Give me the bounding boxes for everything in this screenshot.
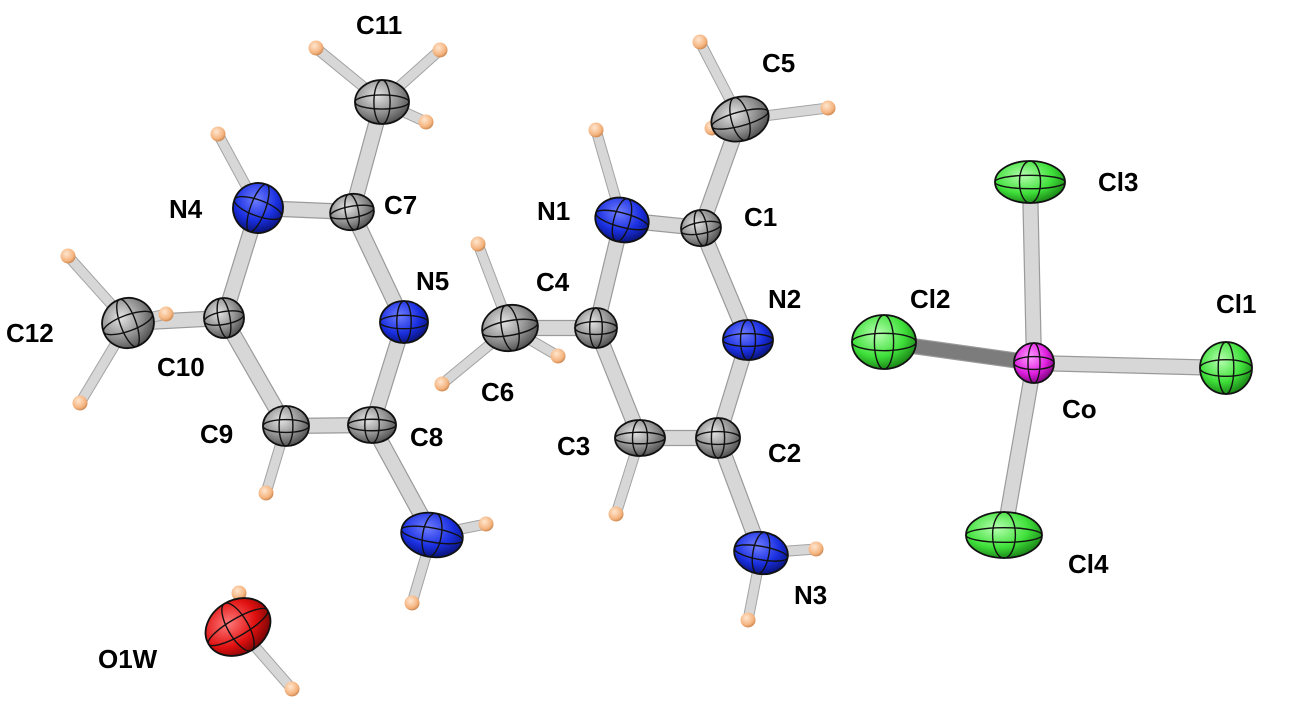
atom-c3	[614, 419, 666, 457]
bond-Co-Cl4	[995, 361, 1043, 537]
atom-o1w	[204, 597, 272, 657]
atom-n3	[733, 530, 789, 576]
hydrogen-atom-C12-2	[72, 395, 88, 411]
hydrogen-atom-C9-1	[258, 485, 274, 501]
hydrogen-atom-C5-1	[692, 34, 708, 50]
atom-co	[1013, 342, 1055, 384]
atom-n6	[400, 511, 464, 559]
atom-label-c8: C8	[410, 422, 443, 452]
hydrogen-atom-O1W-1	[231, 585, 247, 601]
hydrogen-atom-N3-2	[740, 612, 756, 628]
hydrogen-atom-C12-1	[60, 248, 76, 264]
hydrogen-atom-C6-2	[434, 376, 450, 392]
atom-label-n3: N3	[794, 580, 827, 610]
atom-c8	[347, 406, 397, 444]
hydrogen-atom-C6-3	[550, 348, 566, 364]
atom-label-cl2: Cl2	[910, 284, 950, 314]
atom-label-c12: C12	[6, 318, 54, 348]
atoms-layer	[101, 79, 1253, 657]
bond-Co-Cl3	[1021, 181, 1043, 364]
atom-label-c6: C6	[481, 377, 514, 407]
hydrogen-atom-C11-2	[432, 42, 448, 58]
hydrogen-atom-N4-1	[210, 126, 226, 142]
atom-c6	[481, 303, 539, 353]
atom-label-cl4: Cl4	[1068, 549, 1109, 579]
atom-label-cl3: Cl3	[1098, 167, 1138, 197]
atom-c7	[329, 192, 375, 232]
atom-c10	[203, 297, 245, 339]
atom-label-c11: C11	[356, 10, 402, 40]
atom-c5	[710, 95, 770, 143]
hydrogen-atom-C5-2	[820, 100, 836, 116]
atom-cl3	[994, 160, 1066, 204]
atom-c2	[695, 417, 741, 459]
bond-Co-Cl1	[1033, 354, 1227, 377]
atom-label-c9: C9	[200, 419, 233, 449]
atom-c11	[354, 79, 410, 125]
hydrogen-atom-C12-3	[158, 306, 174, 322]
atom-label-n5: N5	[416, 266, 449, 296]
hydrogen-atom-C3-1	[608, 506, 624, 522]
atom-label-n1: N1	[537, 196, 570, 226]
atom-c12	[101, 296, 155, 350]
atom-label-o1w: O1W	[98, 644, 158, 674]
hydrogen-atom-N1-1	[588, 122, 604, 138]
hydrogen-atoms-layer	[60, 34, 836, 697]
hydrogen-atom-O1W-2	[284, 681, 300, 697]
hydrogen-atom-N3-1	[808, 541, 824, 557]
atom-label-n2: N2	[768, 284, 801, 314]
atom-n2	[722, 319, 774, 361]
atom-cl1	[1199, 341, 1253, 395]
atom-label-c5: C5	[762, 48, 795, 78]
hydrogen-atom-N6-1	[478, 516, 494, 532]
atom-label-n4: N4	[169, 194, 203, 224]
atom-n4	[232, 182, 284, 234]
atom-c1	[680, 209, 722, 247]
atom-label-co: Co	[1062, 394, 1097, 424]
hydrogen-bonds-layer	[63, 39, 830, 693]
atom-cl4	[965, 511, 1043, 559]
atom-label-c2: C2	[768, 438, 801, 468]
atom-label-c4: C4	[536, 267, 570, 297]
atom-c9	[262, 405, 310, 447]
atom-label-c10: C10	[157, 352, 205, 382]
hydrogen-atom-C11-1	[308, 40, 324, 56]
hydrogen-atom-C11-3	[418, 114, 434, 130]
atom-label-cl1: Cl1	[1216, 289, 1256, 319]
atom-c4	[574, 307, 618, 349]
hydrogen-atom-C6-1	[470, 236, 486, 252]
atom-label-c7: C7	[384, 190, 417, 220]
atom-cl2	[851, 314, 917, 370]
hydrogen-atom-N6-2	[404, 595, 420, 611]
atom-label-c3: C3	[557, 431, 590, 461]
atom-n1	[594, 196, 650, 244]
atom-label-c1: C1	[744, 202, 777, 232]
atom-n5	[379, 300, 429, 344]
bonds-layer	[126, 99, 1227, 557]
